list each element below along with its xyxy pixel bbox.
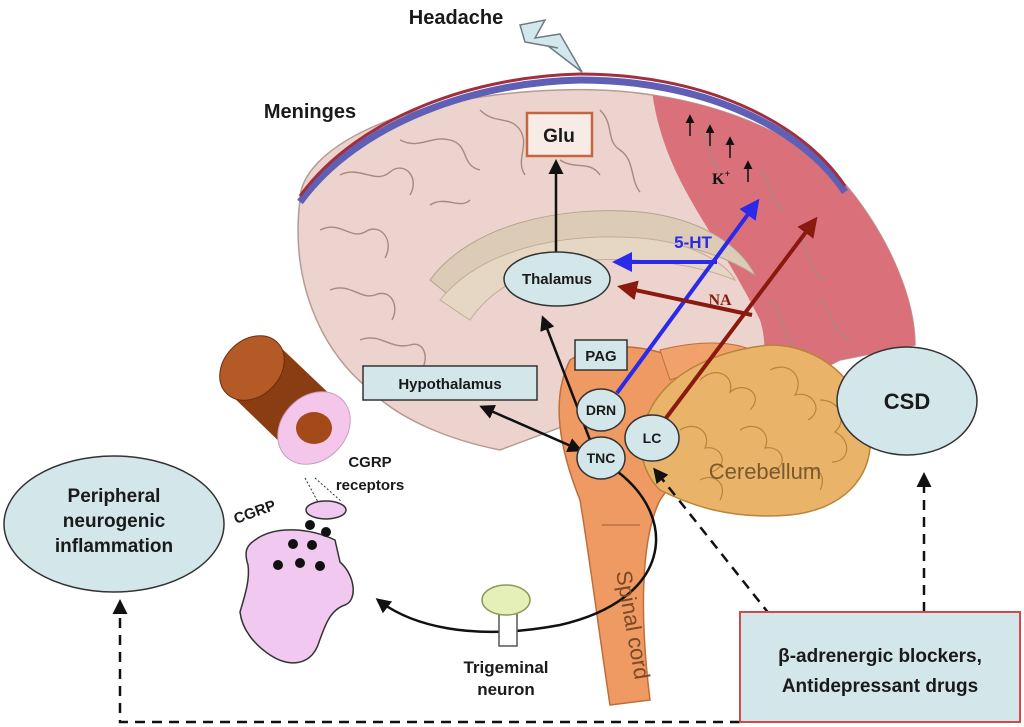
serotonin-pathway	[612, 198, 760, 395]
svg-text:DRN: DRN	[586, 402, 616, 418]
trigeminal-neuron-label-line2: neuron	[477, 680, 535, 699]
svg-text:Antidepressant drugs: Antidepressant drugs	[782, 676, 978, 697]
peripheral-inflammation-node: Peripheral neurogenic inflammation	[3, 455, 225, 593]
cerebellum	[640, 344, 872, 517]
svg-text:Thalamus: Thalamus	[522, 271, 592, 288]
meninges-label: Meninges	[264, 101, 356, 123]
csd-node: CSD	[836, 346, 978, 456]
cgrp-receptors-label: CGRP	[348, 454, 391, 471]
svg-text:β-adrenergic blockers,: β-adrenergic blockers,	[778, 646, 982, 667]
pag-node: PAG	[574, 339, 628, 371]
svg-text:Hypothalamus: Hypothalamus	[398, 376, 501, 393]
svg-text:TNC: TNC	[587, 450, 616, 466]
serotonin-label: 5-HT	[674, 233, 712, 252]
cgrp-receptor-group	[239, 477, 354, 664]
drug-box: β-adrenergic blockers, Antidepressant dr…	[739, 611, 1021, 723]
lc-node: LC	[624, 414, 680, 462]
cerebellum-label: Cerebellum	[709, 459, 822, 484]
svg-text:CSD: CSD	[884, 389, 930, 414]
nerve-terminal-icon	[239, 529, 354, 664]
glu-node: Glu	[525, 111, 594, 158]
drug-action-lines	[112, 467, 932, 724]
meninges-arc	[297, 72, 848, 205]
lightning-bolt-icon	[519, 18, 583, 73]
svg-text:inflammation: inflammation	[55, 536, 173, 557]
hypothalamus-node: Hypothalamus	[362, 365, 538, 401]
cgrp-receptor-icon	[305, 500, 347, 520]
gyri-lines	[319, 109, 851, 373]
noradrenaline-label: NA	[708, 292, 732, 309]
cgrp-receptors-label-line2: receptors	[336, 477, 404, 494]
potassium-label: K+	[712, 169, 730, 188]
svg-text:Glu: Glu	[543, 126, 575, 147]
svg-text:PAG: PAG	[585, 348, 616, 365]
svg-text:LC: LC	[643, 430, 662, 446]
drn-node: DRN	[576, 388, 626, 432]
blood-vessel	[219, 335, 351, 465]
trigeminal-neuron-label: Trigeminal	[463, 658, 548, 677]
thalamus-node: Thalamus	[503, 251, 611, 307]
k-efflux-arrows	[685, 114, 753, 182]
headache-label: Headache	[409, 7, 504, 29]
svg-text:neurogenic: neurogenic	[63, 511, 166, 532]
tnc-node: TNC	[576, 436, 626, 480]
cgrp-label: CGRP	[232, 497, 279, 528]
noradrenaline-pathway	[617, 216, 818, 424]
cgrp-molecule-dots	[273, 520, 331, 571]
trigeminal-neuron-icon	[481, 584, 531, 647]
svg-text:Peripheral: Peripheral	[68, 486, 161, 507]
